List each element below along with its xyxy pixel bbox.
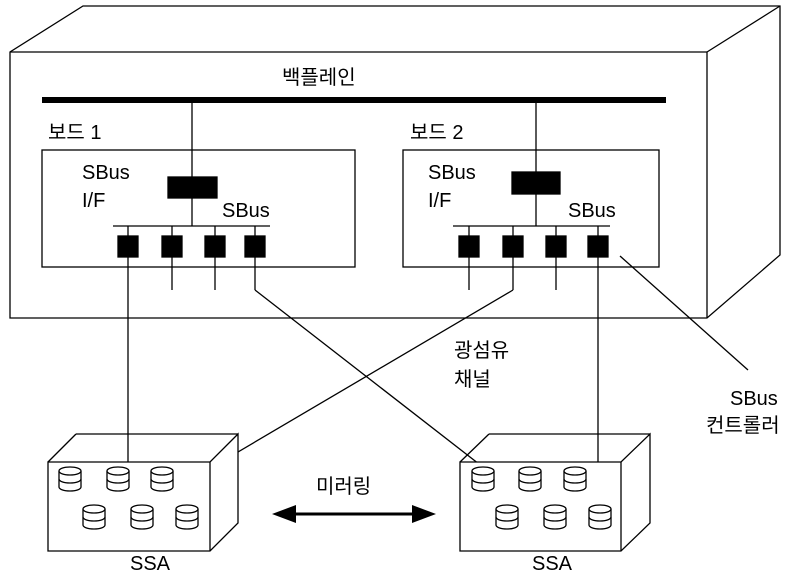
- board-1-sbus-if-line2: I/F: [82, 190, 106, 212]
- board-2-sbus-label: SBus: [568, 200, 616, 222]
- board-2: [402, 100, 660, 290]
- ssa-left-disk-icon-2: [106, 466, 130, 492]
- ssa-right-disk-icon-3: [563, 466, 587, 492]
- ssa-left-label: SSA: [129, 553, 171, 575]
- ssa-right-unit: [459, 432, 651, 552]
- mirroring-arrow-left-head: [272, 505, 296, 523]
- board-2-sbus-controller-2: [502, 235, 524, 258]
- chassis-back-edge: [706, 5, 781, 53]
- board-1-sbus-if-line1: SBus: [82, 162, 130, 184]
- fiber-channel-label-line2: 채널: [454, 369, 491, 391]
- sbus-controller-callout-line: [619, 255, 749, 371]
- ssa-right-disk-icon-4: [495, 504, 519, 530]
- board-1-sbus-controller-3: [204, 235, 226, 258]
- ssa-right-disk-icon-2: [518, 466, 542, 492]
- board-1-sbus-controller-4: [244, 235, 266, 258]
- sbus-controller-label-line2: 컨트롤러: [706, 415, 780, 437]
- sbus-controller-label-line1: SBus: [730, 388, 778, 410]
- board-1-outline: [41, 149, 356, 268]
- board-2-sbus-if-line1: SBus: [428, 162, 476, 184]
- board-1-title: 보드 1: [48, 122, 102, 144]
- board-1-sbus-label: SBus: [222, 200, 270, 222]
- mirroring-arrow-right-head: [412, 505, 436, 523]
- ssa-left-disk-icon-6: [175, 504, 199, 530]
- board-2-sbus-if-line2: I/F: [428, 190, 452, 212]
- board-2-outline: [402, 149, 660, 268]
- ssa-left-unit: [47, 432, 239, 552]
- chassis: [9, 5, 781, 319]
- fiber-b2c2-to-ssa-left: [203, 289, 514, 473]
- board-1-sbus-interface-chip: [167, 176, 218, 199]
- ssa-right-label: SSA: [531, 553, 573, 575]
- mirroring-label: 미러링: [316, 476, 372, 498]
- ssa-left-disk-icon-1: [58, 466, 82, 492]
- board-1-sbus-controller-2: [161, 235, 183, 258]
- ssa-left-disk-icon-3: [150, 466, 174, 492]
- board-2-sbus-controller-1: [458, 235, 480, 258]
- board-2-sbus-controller-3: [545, 235, 567, 258]
- fiber-channel-label-line1: 광섬유: [454, 340, 510, 362]
- fiber-b1c4-to-ssa-right: [254, 289, 489, 472]
- board-1: [41, 100, 356, 290]
- board-2-sbus-interface-chip: [511, 171, 561, 195]
- board-2-title: 보드 2: [410, 122, 464, 144]
- ssa-left-disk-icon-4: [82, 504, 106, 530]
- board-1-sbus-controller-1: [117, 235, 139, 258]
- ssa-right-disk-icon-6: [588, 504, 612, 530]
- fiber-channel-links: [127, 255, 749, 473]
- backplane-label: 백플레인: [282, 67, 356, 89]
- board-2-sbus-controller-4: [587, 235, 609, 258]
- disk-drives: [58, 466, 612, 530]
- mirroring-arrow: [272, 505, 436, 523]
- ssa-left-disk-icon-5: [130, 504, 154, 530]
- ssa-right-disk-icon-5: [543, 504, 567, 530]
- ssa-right-disk-icon-1: [471, 466, 495, 492]
- ssa-right-top-left-edge: [459, 433, 490, 463]
- ssa-left-top-left-edge: [47, 433, 77, 463]
